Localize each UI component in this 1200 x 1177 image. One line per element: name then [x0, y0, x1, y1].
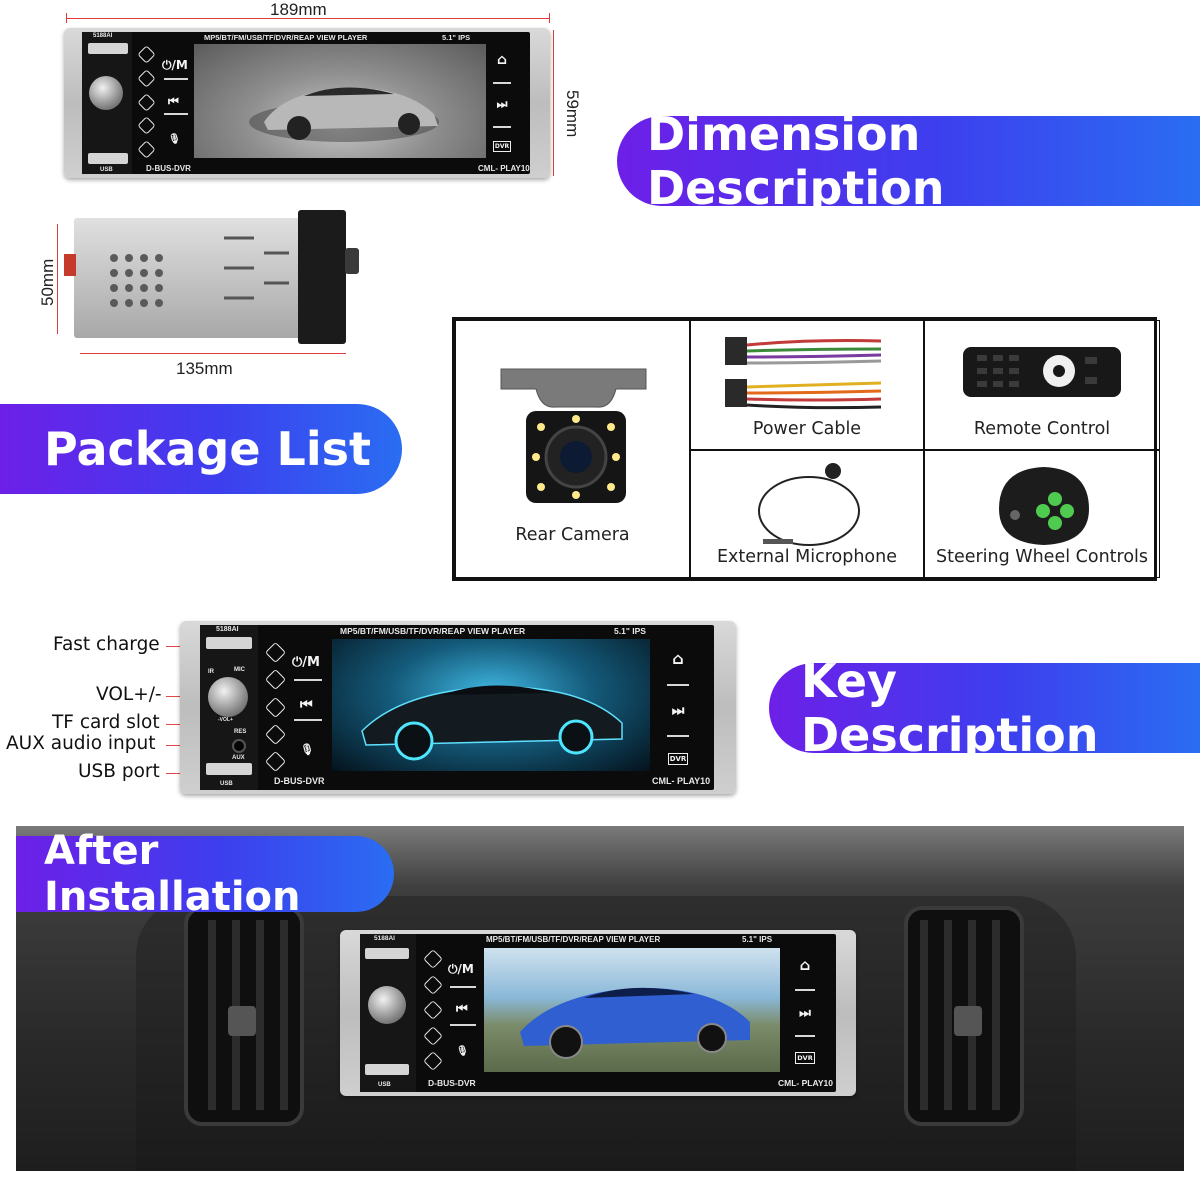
- voice-mic-icon[interactable]: 🎙: [456, 1046, 469, 1057]
- volume-knob[interactable]: [208, 677, 248, 717]
- home-icon[interactable]: ⌂: [799, 956, 811, 974]
- microphone-icon: [758, 463, 860, 546]
- width-dimension-line: [66, 18, 550, 19]
- left-key-column: [264, 641, 286, 773]
- installation-photo: 5188AI USB MP5/BT/FM/USB/TF/DVR/REAP VIE…: [16, 826, 1184, 1171]
- package-banner: Package List: [0, 404, 402, 494]
- height-dimension-line: [553, 30, 554, 176]
- radio-screen: [332, 639, 650, 771]
- package-list-table: Rear Camera Power Cable: [452, 317, 1160, 581]
- voice-mic-icon[interactable]: 🎙: [300, 743, 314, 756]
- remote-control-icon: [963, 347, 1121, 397]
- volume-knob-icon: [89, 76, 123, 110]
- right-key-column: ⌂ ⏭ DVR: [490, 52, 514, 152]
- chassis-depth-label: 135mm: [176, 359, 233, 378]
- next-track-icon[interactable]: ⏭: [799, 1005, 811, 1021]
- usb-port[interactable]: [206, 763, 252, 775]
- key-label-volume: VOL+/-: [96, 684, 162, 705]
- dimension-banner: Dimension Description: [617, 107, 1200, 215]
- next-track-icon[interactable]: ⏭: [496, 97, 508, 111]
- package-item-rear-camera: Rear Camera: [455, 320, 690, 578]
- fast-charge-port[interactable]: [206, 637, 252, 649]
- steering-key-icon[interactable]: [136, 116, 156, 135]
- radio-front-view: 5188AI USB MP5/BT/FM/USB/TF/DVR/REAP VIE…: [64, 28, 550, 178]
- ai-key-icon[interactable]: [423, 974, 443, 995]
- dvr-icon[interactable]: DVR: [492, 141, 512, 152]
- car-image: [249, 87, 439, 142]
- key-banner: Key Description: [769, 654, 1200, 762]
- nav-key-icon[interactable]: [136, 45, 156, 64]
- power-mode-key[interactable]: ⏻/M: [292, 655, 320, 670]
- right-air-vent: [904, 906, 1024, 1126]
- steering-wheel-controls-icon: [999, 467, 1089, 545]
- key-label-usb: USB port: [78, 761, 160, 782]
- package-item-label: Rear Camera: [515, 525, 630, 545]
- power-mode-key[interactable]: ⏻/M: [162, 58, 188, 72]
- chassis-side-view: [74, 218, 302, 338]
- radio-key-view: 5188AI IR MIC -VOL+ RES AUX USB MP5/BT/F…: [180, 621, 736, 794]
- radio-installed-view: 5188AI USB MP5/BT/FM/USB/TF/DVR/REAP VIE…: [340, 930, 856, 1096]
- aux-jack[interactable]: [232, 739, 246, 753]
- voice-mic-icon[interactable]: 🎙: [168, 134, 181, 145]
- power-mode-key[interactable]: ⏻/M: [448, 962, 474, 976]
- dvr-key-icon[interactable]: [423, 1051, 443, 1071]
- dvr-key-icon[interactable]: [264, 750, 286, 773]
- previous-track-icon[interactable]: ⏮: [300, 697, 313, 713]
- left-key-column: [136, 45, 156, 159]
- ai-key-icon[interactable]: [136, 69, 156, 88]
- nav-key-icon[interactable]: [264, 641, 286, 664]
- left-air-vent: [184, 906, 304, 1126]
- steering-key-icon[interactable]: [264, 723, 286, 745]
- width-dimension-label: 189mm: [270, 0, 327, 19]
- home-icon[interactable]: ⌂: [672, 649, 684, 668]
- dvr-icon[interactable]: DVR: [795, 1052, 815, 1064]
- previous-track-icon[interactable]: ⏮: [456, 1002, 468, 1017]
- touch-key-icon[interactable]: [423, 1000, 443, 1020]
- height-dimension-label: 59mm: [563, 90, 582, 138]
- ai-key-icon[interactable]: [264, 669, 286, 691]
- nav-key-icon[interactable]: [423, 949, 443, 969]
- car-image: [520, 987, 750, 1059]
- chassis-height-label: 50mm: [38, 258, 57, 306]
- package-item-steering-controls: Steering Wheel Controls: [924, 450, 1160, 578]
- touch-key-icon[interactable]: [264, 696, 286, 718]
- package-item-power-cable: Power Cable: [690, 320, 924, 450]
- radio-screen: [194, 44, 486, 158]
- package-item-remote-control: Remote Control: [924, 320, 1160, 450]
- steering-key-icon[interactable]: [423, 1025, 443, 1046]
- previous-track-icon[interactable]: ⏮: [168, 94, 179, 108]
- touch-key-icon[interactable]: [136, 92, 156, 112]
- home-icon[interactable]: ⌂: [496, 52, 508, 68]
- right-key-column: ⌂ ⏭ DVR: [664, 649, 692, 765]
- key-label-tf-card: TF card slot: [52, 712, 160, 733]
- package-item-microphone: External Microphone: [690, 450, 924, 578]
- key-label-aux: AUX audio input: [6, 733, 156, 754]
- radio-screen: [484, 948, 780, 1072]
- volume-knob-icon: [368, 986, 406, 1024]
- rear-camera-icon: [500, 368, 647, 503]
- power-cable-icon: [725, 337, 882, 410]
- next-track-icon[interactable]: ⏭: [671, 702, 685, 719]
- dvr-icon[interactable]: DVR: [667, 753, 689, 765]
- car-image: [361, 685, 623, 761]
- install-banner: After Installation: [16, 828, 394, 920]
- dvr-key-icon[interactable]: [136, 140, 156, 159]
- key-label-fast-charge: Fast charge: [53, 634, 160, 655]
